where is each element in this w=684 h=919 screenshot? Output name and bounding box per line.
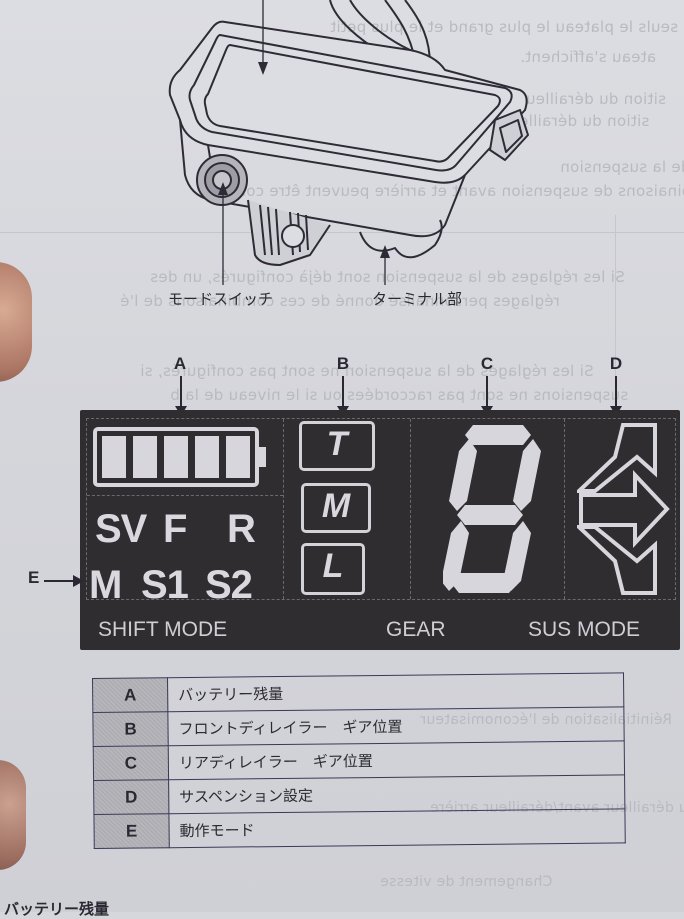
front-position-l: L: [301, 543, 365, 595]
legend-key: A: [92, 677, 168, 713]
legend-description: サスペンション設定: [168, 774, 625, 814]
legend-key: D: [93, 779, 169, 815]
bleed-through-rule: [0, 232, 684, 233]
finger-photo-artifact: [0, 760, 26, 870]
lcd-display: SV F R M S1 S2 T M L: [80, 410, 680, 650]
legend-description: 動作モード: [168, 808, 626, 848]
caption-sus-mode: SUS MODE: [528, 618, 641, 641]
mode-r: R: [227, 507, 256, 551]
lcd-divider: [283, 419, 284, 599]
legend-key: E: [93, 813, 170, 849]
bleed-through-text: suspensions ne sont pas raccordées ou si…: [170, 386, 629, 404]
front-position-t: T: [299, 421, 375, 471]
battery-icon: [93, 427, 266, 487]
marker-b: B: [336, 354, 350, 373]
mode-sv: SV: [95, 507, 147, 551]
cycle-computer-illustration: [168, 0, 529, 285]
bleed-through-text: glage de la suspension: [560, 158, 684, 176]
marker-e: E: [28, 568, 40, 587]
legend-row: A バッテリー残量: [92, 672, 624, 713]
lcd-divider: [410, 419, 411, 599]
marker-e-arrow-icon: [44, 575, 84, 587]
caption-gear: GEAR: [386, 618, 446, 641]
bleed-through-text: Si les réglages de la suspension ne sont…: [140, 362, 594, 380]
marker-a-arrow-icon: [175, 376, 187, 416]
gear-digit-seven-segment: [443, 425, 541, 593]
bleed-through-text: Changement de vitesse: [380, 874, 553, 890]
mode-f: F: [163, 507, 187, 551]
front-position-m: M: [301, 483, 371, 533]
bleed-through-text: ateau s'affichent.: [520, 48, 657, 66]
suspension-mode-arrows-icon: [577, 423, 670, 595]
legend-row: D サスペンション設定: [93, 774, 625, 815]
lcd-divider: [87, 495, 283, 496]
section-heading-battery: バッテリー残量: [4, 900, 110, 918]
marker-d: D: [609, 354, 623, 373]
legend-key: B: [92, 711, 169, 747]
mode-switch-label: モードスイッチ: [168, 290, 274, 308]
legend-row: B フロントディレイラー ギア位置: [92, 706, 625, 747]
marker-c-arrow-icon: [481, 376, 493, 416]
mode-m: M: [89, 563, 122, 607]
legend-key: C: [93, 745, 169, 781]
legend-description: フロントディレイラー ギア位置: [167, 706, 625, 746]
marker-c: C: [480, 354, 494, 373]
legend-row: E 動作モード: [93, 808, 626, 849]
legend-description: リアディレイラー ギア位置: [168, 740, 625, 780]
legend-table: A バッテリー残量 B フロントディレイラー ギア位置 C リアディレイラー ギ…: [92, 672, 626, 849]
marker-d-arrow-icon: [610, 376, 622, 416]
lcd-frame: SV F R M S1 S2 T M L: [86, 418, 676, 605]
finger-photo-artifact: [0, 262, 32, 382]
marker-a: A: [173, 354, 187, 373]
mode-s2: S2: [205, 563, 253, 607]
mode-s1: S1: [141, 563, 189, 607]
caption-shift-mode: SHIFT MODE: [98, 618, 228, 641]
marker-b-arrow-icon: [337, 376, 349, 416]
terminal-label: ターミナル部: [372, 290, 463, 308]
legend-description: バッテリー残量: [167, 672, 624, 712]
lcd-divider: [564, 419, 565, 599]
bleed-through-rule: [615, 215, 616, 405]
legend-row: C リアディレイラー ギア位置: [93, 740, 625, 781]
